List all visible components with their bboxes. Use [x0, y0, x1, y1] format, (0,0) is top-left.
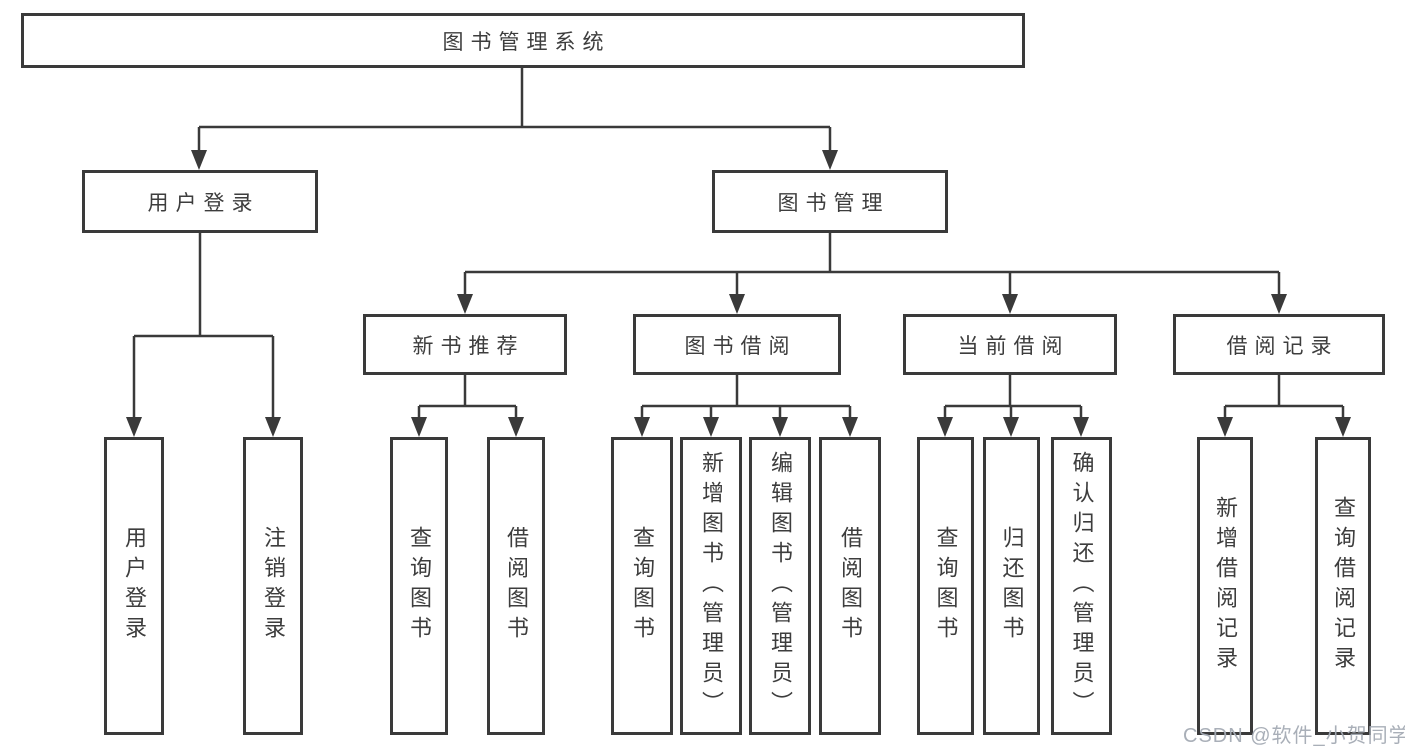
- node-book-management-label: 图书管理: [777, 191, 890, 215]
- leaf-label: 注销登录: [261, 526, 286, 646]
- leaf-label: 编辑图书（管理员）: [768, 451, 793, 721]
- node-root-label: 图书管理系统: [442, 30, 611, 54]
- leaf-label: 新增借阅记录: [1213, 496, 1238, 676]
- node-current-borrowing: 当前借阅: [903, 314, 1117, 375]
- leaf-label: 归还图书: [999, 526, 1025, 646]
- connector-user-login-to-leaves: [126, 233, 281, 437]
- connector-current-borrowing-to-leaves: [937, 375, 1089, 437]
- leaf-label: 用户登录: [122, 526, 147, 646]
- node-current-borrowing-label: 当前借阅: [957, 334, 1070, 358]
- leaf-label: 查询图书: [407, 526, 432, 646]
- connector-root-to-level2: [191, 68, 838, 170]
- node-new-book-recommend-label: 新书推荐: [412, 334, 525, 358]
- leaf-label: 借阅图书: [838, 526, 863, 646]
- leaf-query-books-current: 查询图书: [917, 437, 974, 735]
- connector-borrowing-records-to-leaves: [1217, 375, 1351, 437]
- node-book-management: 图书管理: [712, 170, 948, 233]
- csdn-watermark: CSDN @软件_小贺同学: [1183, 725, 1405, 747]
- connector-book-management-to-level3: [457, 233, 1287, 314]
- leaf-query-books-borrowing: 查询图书: [611, 437, 673, 735]
- leaf-label: 新增图书（管理员）: [699, 451, 724, 721]
- leaf-edit-books-admin: 编辑图书（管理员）: [749, 437, 811, 735]
- node-book-borrowing-label: 图书借阅: [684, 334, 797, 358]
- leaf-add-borrow-record: 新增借阅记录: [1197, 437, 1253, 735]
- leaf-return-books: 归还图书: [983, 437, 1040, 735]
- leaf-label: 查询图书: [630, 526, 655, 646]
- leaf-query-books-recommend: 查询图书: [390, 437, 448, 735]
- leaf-confirm-return-admin: 确认归还（管理员）: [1051, 437, 1112, 735]
- connector-new-book-recommend-to-leaves: [411, 375, 524, 437]
- leaf-label: 查询图书: [933, 526, 959, 646]
- node-new-book-recommend: 新书推荐: [363, 314, 567, 375]
- node-borrowing-records: 借阅记录: [1173, 314, 1385, 375]
- leaf-label: 借阅图书: [504, 526, 529, 646]
- node-user-login-label: 用户登录: [147, 191, 260, 215]
- connector-book-borrowing-to-leaves: [634, 375, 858, 437]
- leaf-borrow-books-recommend: 借阅图书: [487, 437, 545, 735]
- leaf-borrow-books-borrowing: 借阅图书: [819, 437, 881, 735]
- node-book-borrowing: 图书借阅: [633, 314, 841, 375]
- leaf-query-borrow-record: 查询借阅记录: [1315, 437, 1371, 735]
- node-root: 图书管理系统: [21, 13, 1025, 68]
- leaf-logout: 注销登录: [243, 437, 303, 735]
- leaf-user-login: 用户登录: [104, 437, 164, 735]
- node-user-login: 用户登录: [82, 170, 318, 233]
- node-borrowing-records-label: 借阅记录: [1226, 334, 1339, 358]
- leaf-label: 确认归还（管理员）: [1069, 451, 1095, 721]
- leaf-add-books-admin: 新增图书（管理员）: [680, 437, 742, 735]
- leaf-label: 查询借阅记录: [1331, 496, 1356, 676]
